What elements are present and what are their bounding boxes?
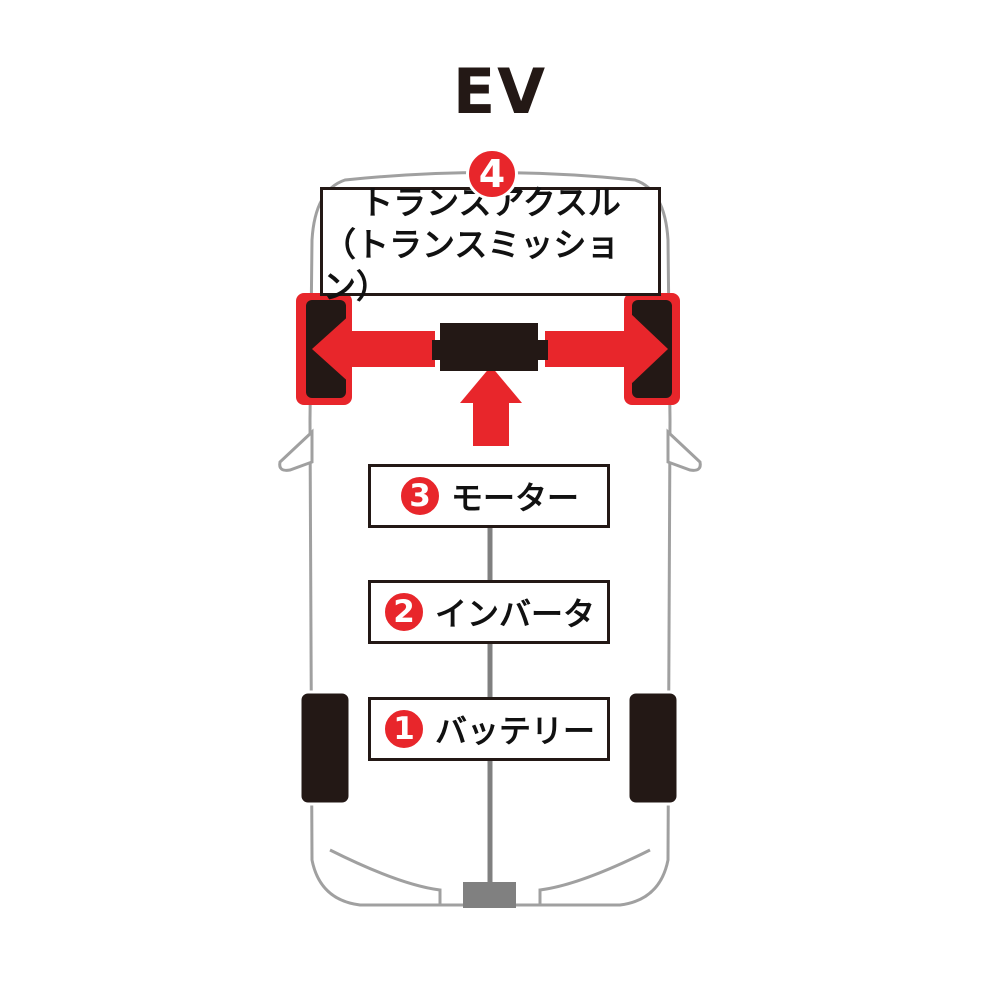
inverter-label: インバータ [434, 595, 595, 633]
motor-label-box: 3 モーター [368, 464, 610, 528]
rear-connector [463, 882, 516, 908]
right-arrow-head [630, 313, 668, 385]
badge-2: 2 [382, 591, 425, 633]
up-arrow-shaft [473, 400, 509, 446]
battery-label-box: 1 バッテリー [368, 697, 610, 761]
badge-1: 1 [382, 708, 425, 750]
rear-right-wheel [626, 690, 680, 806]
transaxle-label-line2: （トランスミッション） [323, 224, 620, 306]
badge-3: 3 [398, 475, 441, 517]
transaxle-block [440, 323, 538, 371]
diagram-title: EV [452, 55, 548, 128]
left-arrow-head [312, 313, 352, 385]
rear-window-outline [329, 848, 651, 905]
left-mirror [278, 428, 314, 472]
up-arrow-head [460, 366, 522, 403]
transaxle-label-box: トランスアクスル （トランスミッション） [320, 183, 661, 306]
left-arrow-shaft [350, 331, 435, 367]
right-mirror [666, 428, 702, 472]
battery-label: バッテリー [434, 712, 595, 750]
inverter-label-box: 2 インバータ [368, 580, 610, 644]
right-arrow-shaft [545, 331, 633, 367]
badge-4: 4 [466, 148, 518, 200]
motor-label: モーター [450, 479, 579, 517]
rear-left-wheel [298, 690, 352, 806]
